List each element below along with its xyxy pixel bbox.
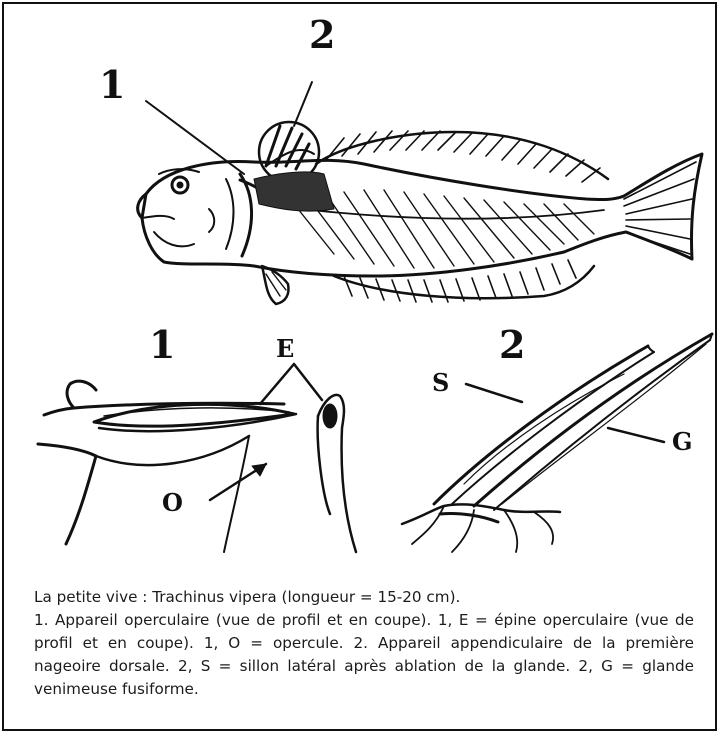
pointer-line-2 [294,82,312,126]
panel-1-title: 1 [149,326,175,364]
panel-1-drawing [38,364,356,552]
panel-2-title: 2 [499,326,525,364]
caption-title: La petite vive : Trachinus vipera (longu… [34,586,694,609]
pointer-line-1 [146,101,244,174]
label-S: S [432,371,449,395]
label-O: O [162,491,183,515]
label-E: E [276,337,294,361]
caption-body: 1. Appareil operculaire (vue de profil e… [34,609,694,701]
label-1-main: 1 [99,66,125,104]
label-2-main: 2 [309,16,335,54]
figure-caption: La petite vive : Trachinus vipera (longu… [34,586,694,701]
fish-body [138,122,702,304]
panel-2-drawing [402,334,712,552]
label-G: G [672,430,693,454]
